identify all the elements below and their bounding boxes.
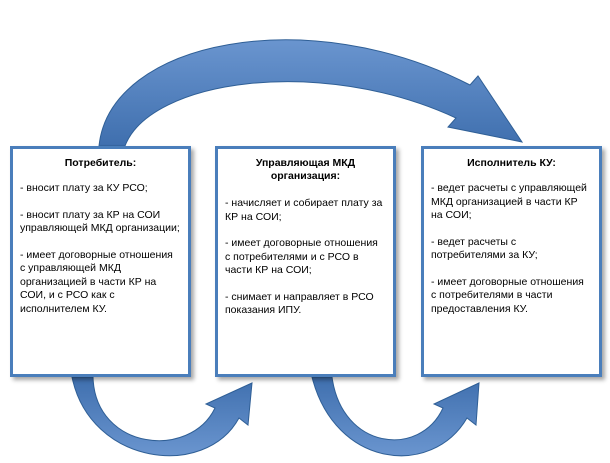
utility-executor-item: - ведет расчеты с потребителями за КУ; — [431, 235, 538, 262]
bottom-arc-arrow-right — [311, 376, 480, 457]
top-arc-arrow — [98, 39, 524, 147]
consumer-item: - вносит плату за КУ РСО; — [20, 182, 148, 194]
consumer-title: Потребитель: — [64, 157, 137, 169]
bottom-arc-arrow-left — [71, 376, 253, 457]
management-org-box: Управляющая МКД организация: - начисляет… — [215, 146, 396, 377]
management-org-item: - начисляет и собирает плату за КР на СО… — [225, 197, 383, 223]
utility-executor-title: Исполнитель КУ: — [467, 157, 556, 169]
consumer-box: Потребитель: - вносит плату за КУ РСО; -… — [10, 146, 191, 377]
management-org-item: - имеет договорные отношения с потребите… — [225, 237, 378, 276]
management-org-title: Управляющая МКД организация: — [255, 157, 356, 182]
utility-executor-item: - имеет договорные отношения с потребите… — [431, 275, 584, 315]
utility-executor-item: - ведет расчеты с управляющей МКД органи… — [431, 182, 587, 221]
utility-executor-box: Исполнитель КУ: - ведет расчеты с управл… — [421, 146, 602, 377]
management-org-item: - снимает и направляет в РСО показания И… — [225, 290, 374, 317]
consumer-item: - имеет договорные отношения с управляющ… — [20, 248, 173, 315]
consumer-item: - вносит плату за КР на СОИ управляющей … — [20, 208, 180, 235]
